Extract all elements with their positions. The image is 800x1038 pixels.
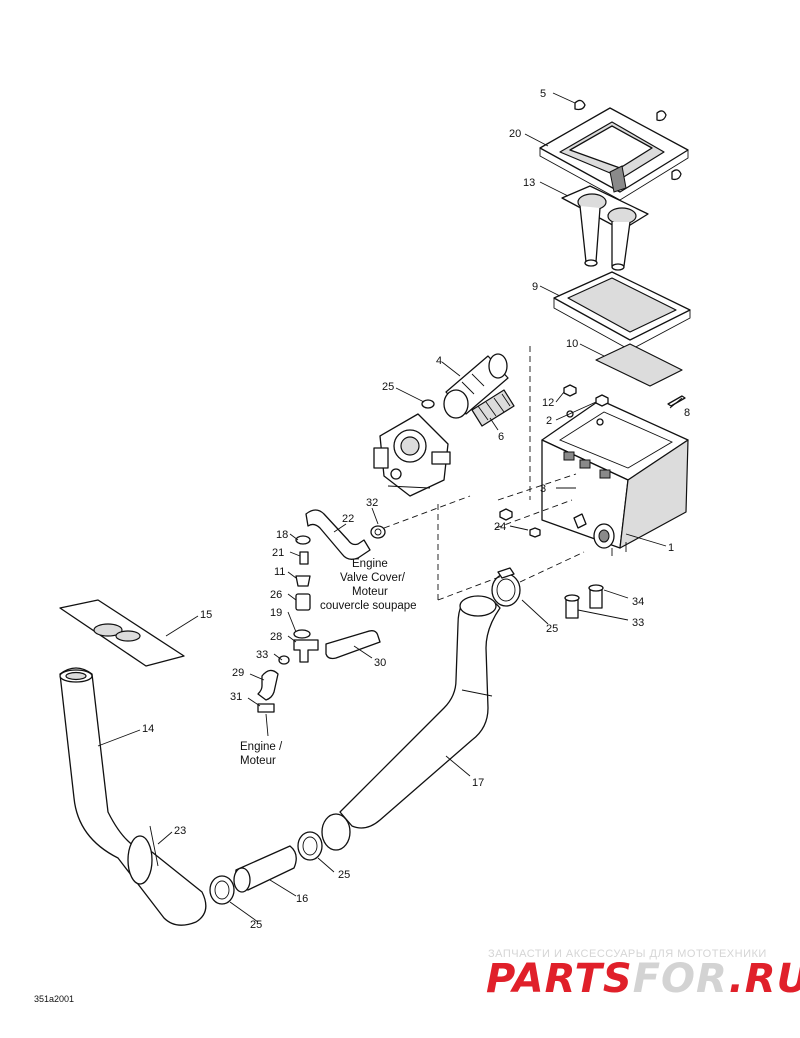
parts-34-33-valves — [564, 584, 604, 619]
part-6-spring — [471, 389, 515, 427]
callout-33-right: 33 — [632, 617, 644, 629]
callout-9: 9 — [532, 281, 538, 293]
note-line-3: Moteur — [352, 586, 388, 598]
part-16-connector-tube — [233, 845, 297, 893]
part-5-clips — [574, 99, 682, 181]
part-32-clamp — [370, 525, 386, 539]
callout-2: 2 — [546, 415, 552, 427]
callout-24: 24 — [494, 521, 506, 533]
callout-22: 22 — [342, 513, 354, 525]
note-line-4: couvercle soupape — [320, 600, 417, 612]
callout-18: 18 — [276, 529, 288, 541]
callout-23: 23 — [174, 825, 186, 837]
engine-note: Engine / Moteur — [240, 741, 283, 767]
callout-25-upper: 25 — [382, 381, 394, 393]
part-1-airbox-body — [541, 399, 689, 556]
part-25-clamp-mid — [297, 831, 323, 861]
callout-31: 31 — [230, 691, 242, 703]
part-13-intake-horns — [561, 185, 649, 271]
valve-cover-note: Engine Valve Cover/ Moteur couvercle sou… — [320, 558, 417, 612]
part-4-intake-boot — [443, 353, 509, 419]
part-14-intake-tube — [59, 667, 207, 926]
callout-30: 30 — [374, 657, 386, 669]
watermark-brand-mid: FOR — [633, 956, 729, 1002]
callout-5: 5 — [540, 88, 546, 100]
callout-32: 32 — [366, 497, 378, 509]
note-line-1: Engine — [352, 558, 388, 570]
watermark-brand-right: .RU — [729, 956, 800, 1002]
part-17-hose — [321, 595, 501, 851]
part-25-clamp-right — [491, 567, 521, 607]
callout-19: 19 — [270, 607, 282, 619]
routing-dashed-lines — [383, 346, 585, 601]
diagram-code: 351a2001 — [34, 994, 74, 1004]
part-23-tie-strap — [149, 825, 159, 867]
callout-25-lower: 25 — [250, 919, 262, 931]
parts-vent-stack — [293, 535, 311, 639]
callout-15: 15 — [200, 609, 212, 621]
part-15-plate — [59, 599, 185, 667]
callout-8: 8 — [684, 407, 690, 419]
carburetor — [373, 413, 451, 497]
callout-28: 28 — [270, 631, 282, 643]
callout-11: 11 — [274, 566, 285, 578]
callout-labels: 5 20 13 9 10 1 12 2 3 24 8 4 25 6 32 22 … — [142, 88, 690, 931]
part-25-clamp-upper — [421, 399, 435, 409]
callout-33-left: 33 — [256, 649, 268, 661]
watermark: ЗАПЧАСТИ И АКСЕССУАРЫ ДЛЯ МОТОТЕХНИКИ PA… — [486, 948, 800, 1002]
watermark-brand-left: PARTS — [486, 956, 633, 1002]
callout-12: 12 — [542, 397, 554, 409]
callout-26: 26 — [270, 589, 282, 601]
callout-34: 34 — [632, 596, 644, 608]
leader-lines — [97, 92, 683, 923]
callout-17: 17 — [472, 777, 484, 789]
callout-29: 29 — [232, 667, 244, 679]
callout-14: 14 — [142, 723, 154, 735]
engine-note-line-2: Moteur — [240, 755, 276, 767]
callout-1: 1 — [668, 542, 674, 554]
parts-lower-breather — [257, 630, 381, 713]
watermark-tagline: ЗАПЧАСТИ И АКСЕССУАРЫ ДЛЯ МОТОТЕХНИКИ — [488, 948, 767, 960]
note-line-2: Valve Cover/ — [340, 572, 406, 584]
part-25-clamp-lower — [209, 875, 235, 905]
callout-3: 3 — [540, 483, 546, 495]
callout-10: 10 — [566, 338, 578, 350]
part-22-breather-hose — [305, 509, 371, 560]
callout-25-mid: 25 — [338, 869, 350, 881]
callout-6: 6 — [498, 431, 504, 443]
part-10-filter-pad — [595, 343, 683, 387]
watermark-brand: PARTSFOR.RU — [486, 956, 800, 1002]
callout-16: 16 — [296, 893, 308, 905]
engine-note-line-1: Engine / — [240, 741, 283, 753]
callout-13: 13 — [523, 177, 535, 189]
callout-21: 21 — [272, 547, 284, 559]
callout-20: 20 — [509, 128, 521, 140]
callout-25-right: 25 — [546, 623, 558, 635]
part-20-airbox-cover — [539, 107, 689, 201]
part-9-filter-frame — [553, 271, 691, 351]
callout-4: 4 — [436, 355, 442, 367]
